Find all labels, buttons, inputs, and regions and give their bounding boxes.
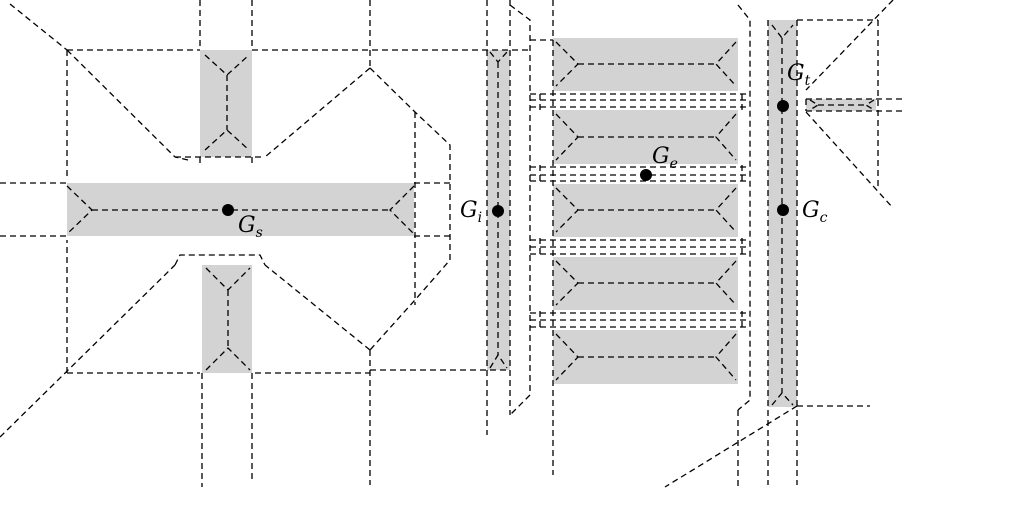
label-gi: Gi — [460, 198, 482, 226]
label-ge: Ge — [652, 144, 678, 172]
vertex-gi — [492, 205, 504, 217]
vertex-gt — [777, 100, 789, 112]
vertex-ge — [640, 169, 652, 181]
vertex-gc — [777, 204, 789, 216]
rect-bottom-small — [202, 265, 252, 373]
right-section-dashes — [664, 0, 905, 488]
label-gc: Gc — [802, 198, 828, 226]
vertex-gs — [222, 204, 234, 216]
rect-top-small — [200, 50, 252, 157]
left-section-dashes — [0, 0, 530, 487]
vertex-labels: Gs Gi Ge Gt Gc — [238, 61, 828, 241]
label-gs: Gs — [238, 213, 263, 241]
gi-column-dashes — [486, 0, 554, 475]
label-gt: Gt — [787, 61, 811, 89]
vertex-dots — [222, 100, 789, 217]
